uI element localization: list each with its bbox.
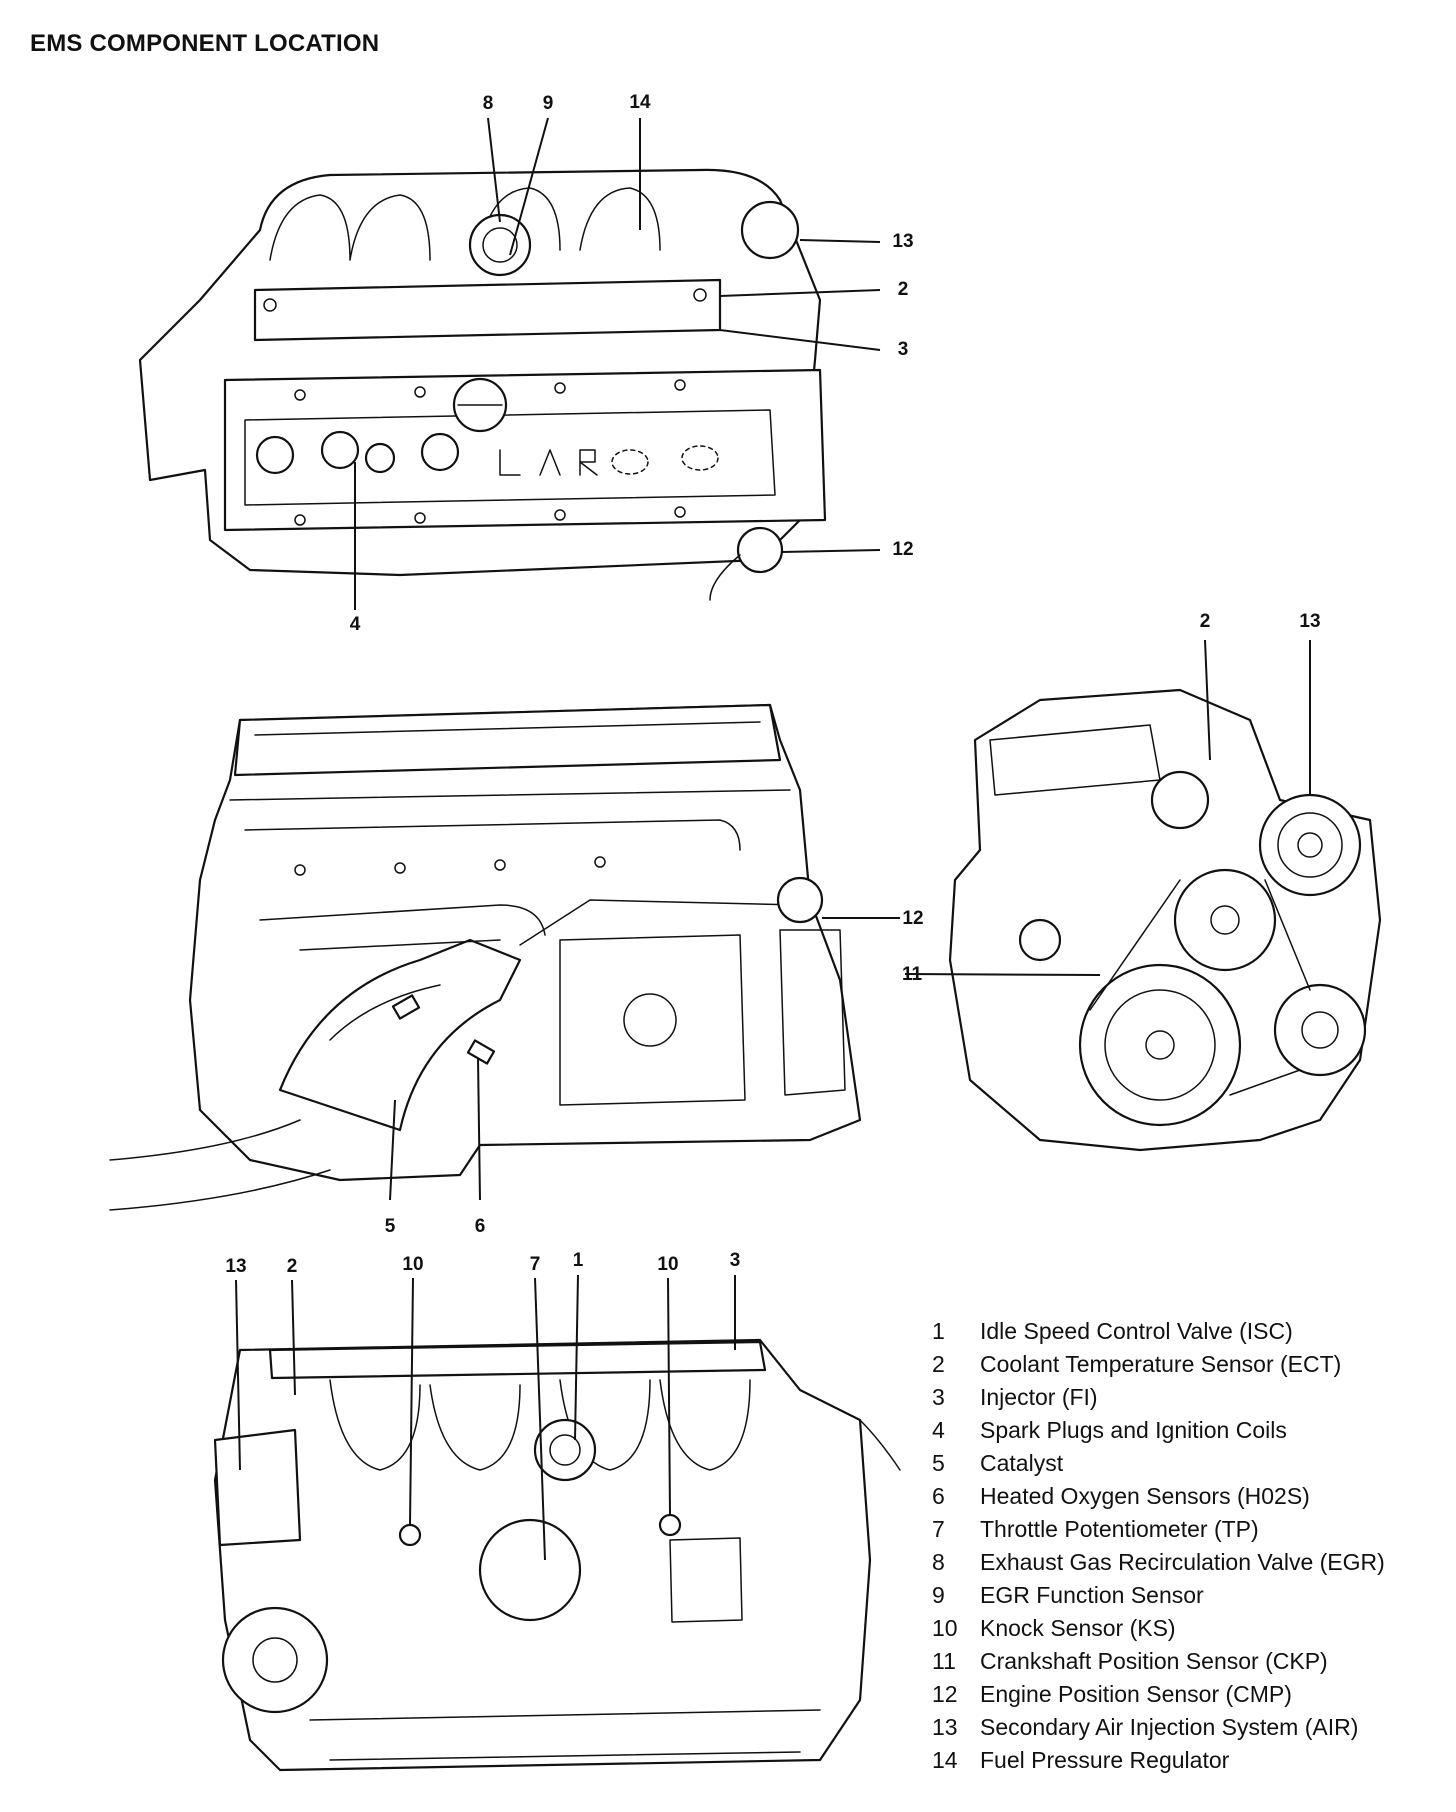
legend-label: Catalyst [980,1450,1064,1476]
legend-item: 2 Coolant Temperature Sensor (ECT) [930,1348,1440,1381]
legend-item: 4 Spark Plugs and Ignition Coils [930,1414,1440,1447]
legend-label: Coolant Temperature Sensor (ECT) [980,1351,1342,1377]
legend-label: Knock Sensor (KS) [980,1615,1176,1641]
legend-number: 4 [932,1417,945,1443]
legend-item: 8 Exhaust Gas Recirculation Valve (EGR) [930,1546,1440,1579]
callout-7: 7 [529,1254,541,1275]
callout-11: 11 [901,964,923,985]
legend-item: 6 Heated Oxygen Sensors (H02S) [930,1480,1440,1513]
legend-item: 14 Fuel Pressure Regulator [930,1744,1440,1777]
legend-label: Crankshaft Position Sensor (CKP) [980,1648,1328,1674]
callout-2: 2 [897,279,909,300]
legend-number: 14 [932,1747,958,1773]
legend-number: 11 [932,1648,956,1674]
callout-10-right: 10 [657,1254,679,1275]
engine-side-view [109,703,862,1211]
legend-label: Injector (FI) [980,1384,1098,1410]
callout-9: 9 [542,93,554,114]
legend-label: Spark Plugs and Ignition Coils [980,1417,1287,1443]
legend-number: 13 [932,1714,958,1740]
legend-number: 7 [932,1516,945,1542]
legend-number: 12 [932,1681,958,1707]
legend-number: 1 [932,1318,945,1344]
callout-8: 8 [482,93,494,114]
legend-item: 11 Crankshaft Position Sensor (CKP) [930,1645,1440,1678]
legend-number: 3 [932,1384,945,1410]
callout-4: 4 [349,614,361,635]
legend-item: 7 Throttle Potentiometer (TP) [930,1513,1440,1546]
legend-item: 3 Injector (FI) [930,1381,1440,1414]
legend-label: Heated Oxygen Sensors (H02S) [980,1483,1310,1509]
callout-2-bottom: 2 [286,1256,298,1277]
legend-number: 6 [932,1483,945,1509]
legend-item: 12 Engine Position Sensor (CMP) [930,1678,1440,1711]
callout-12: 12 [892,539,914,560]
legend-item: 5 Catalyst [930,1447,1440,1480]
legend-label: Engine Position Sensor (CMP) [980,1681,1292,1707]
legend-number: 10 [932,1615,958,1641]
legend-number: 5 [932,1450,945,1476]
callout-13: 13 [892,231,914,252]
legend-item: 13 Secondary Air Injection System (AIR) [930,1711,1440,1744]
page-title: EMS COMPONENT LOCATION [30,30,380,57]
legend-item: 1 Idle Speed Control Valve (ISC) [930,1315,1440,1348]
callout-2-front: 2 [1199,611,1211,632]
legend-label: EGR Function Sensor [980,1582,1204,1608]
legend-label: Fuel Pressure Regulator [980,1747,1230,1773]
engine-front-view [948,688,1382,1152]
engine-intake-side-view [213,1338,901,1772]
legend-label: Exhaust Gas Recirculation Valve (EGR) [980,1549,1385,1575]
callout-14: 14 [629,92,651,113]
callout-13-bottom: 13 [225,1256,247,1277]
legend-item: 9 EGR Function Sensor [930,1579,1440,1612]
callout-3: 3 [897,339,909,360]
callout-10-left: 10 [402,1254,424,1275]
callout-leaders [235,117,1311,1561]
callout-3-bottom: 3 [729,1250,741,1271]
callout-6: 6 [474,1216,486,1237]
callout-12-side: 12 [902,908,924,929]
engine-top-view [138,168,827,601]
legend-item: 10 Knock Sensor (KS) [930,1612,1440,1645]
component-legend: 1 Idle Speed Control Valve (ISC) 2 Coolant… [930,1315,1440,1777]
callout-1: 1 [572,1250,584,1271]
legend-label: Secondary Air Injection System (AIR) [980,1714,1359,1740]
legend-label: Idle Speed Control Valve (ISC) [980,1318,1293,1344]
callout-13-front: 13 [1299,611,1321,632]
legend-number: 8 [932,1549,945,1575]
legend-number: 9 [932,1582,945,1608]
legend-label: Throttle Potentiometer (TP) [980,1516,1259,1542]
callout-5: 5 [384,1216,396,1237]
legend-number: 2 [932,1351,945,1377]
